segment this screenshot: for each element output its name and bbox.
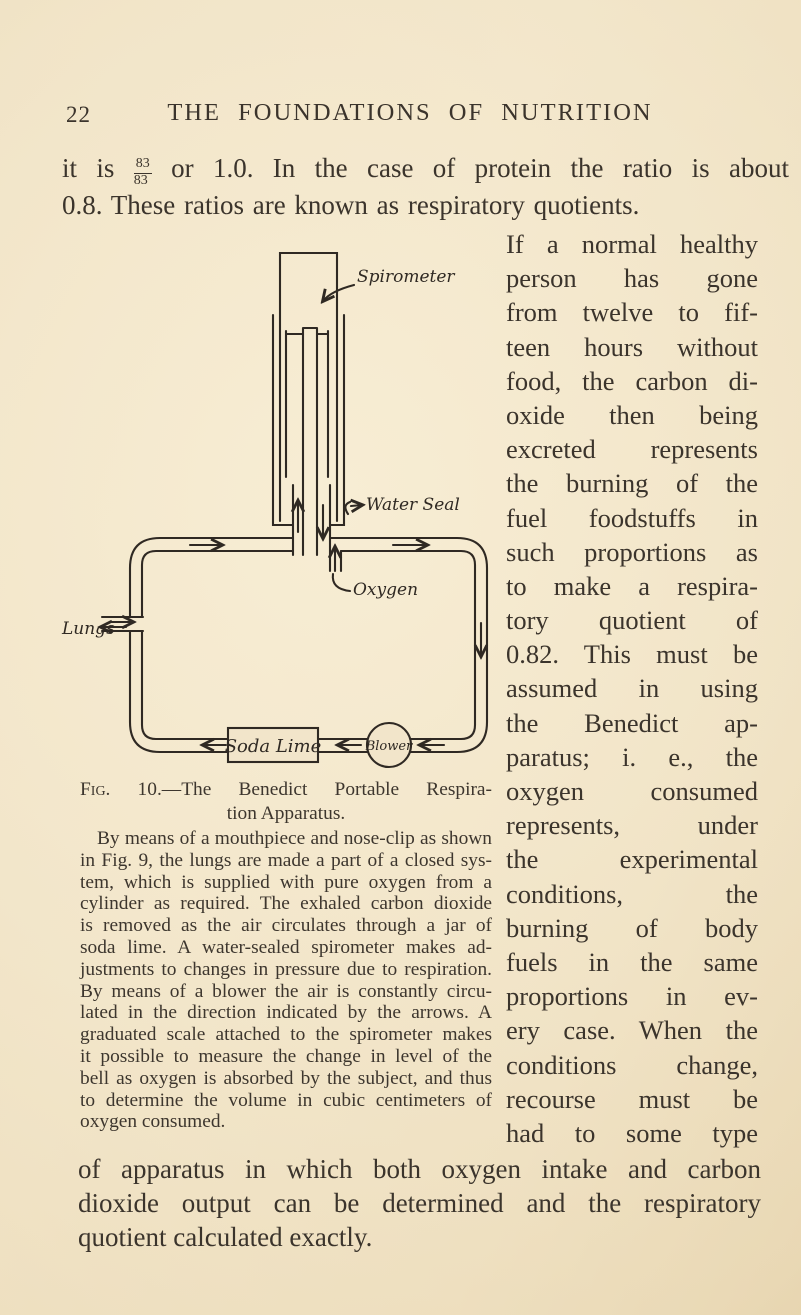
running-header-title: THE FOUNDATIONS OF NUTRITION [167,99,653,126]
text-line: teen hours without [506,331,758,362]
text-line: proportions in ev- [506,981,758,1012]
fraction-denominator: 83 [133,173,148,188]
spirometer-bell [278,251,339,523]
text-line: By means of a mouthpiece and nose-clip a… [97,828,492,849]
text-line: food, the carbon di- [506,365,758,396]
oxygen-leader-line [331,572,352,593]
text-line: oxygen consumed. [80,1111,226,1133]
figure-caption: Fig. 10.—The Benedict Portable Respira- … [80,778,492,1133]
blower-label: Blower [365,739,413,754]
text-line: the Benedict ap- [506,707,758,738]
text-line: cylinder as required. The exhaled carbon… [80,893,492,915]
spirometer-label: Spirometer [357,267,455,287]
text-line: of apparatus in which both oxygen intake… [78,1154,761,1184]
blower-circle [365,721,413,769]
water-seal-container [271,313,346,527]
text-line: bell as oxygen is absorbed by the subjec… [80,1067,492,1089]
text-line: quotient calculated exactly. [78,1222,373,1252]
water-seal-arrow [349,505,362,506]
water-seal-label: Water Seal [366,495,460,515]
text-line: justments to changes in pressure due to … [80,958,492,980]
figure-number: Fig. 10.— [80,779,182,800]
text-line: By means of a blower the air is constant… [80,980,492,1002]
text-line: to determine the volume in cubic centime… [80,1089,492,1111]
text-line: from twelve to fif- [506,297,758,328]
figure-benedict-apparatus: Spirometer Water Seal Oxygen Lungs Soda … [60,245,500,780]
text-line: ery case. When the [506,1015,758,1046]
text-line: burning of body [506,912,758,943]
intro-line1-pre: it is [62,153,115,183]
text-line: fuels in the same [506,946,758,977]
figure-title-rest: The Benedict Portable Respira- [181,779,492,800]
text-line: such proportions as [506,536,758,567]
text-line: represents, under [506,810,758,841]
text-line: tory quotient of [506,605,758,636]
text-line: recourse must be [506,1083,758,1114]
text-line: oxygen consumed [506,776,758,806]
circuit-outer-wall [316,536,489,754]
text-line: to make a respira- [506,570,758,601]
text-line: conditions, the [506,878,758,909]
text-line: conditions change, [506,1049,758,1080]
apparatus-diagram: Spirometer Water Seal Oxygen Lungs Soda … [61,251,500,769]
oxygen-label: Oxygen [353,580,418,600]
circuit-outer-wall [128,630,230,754]
soda-lime-label: Soda Lime [225,736,322,757]
text-line: graduated scale attached to the spiromet… [80,1024,492,1046]
text-line: fuel foodstuffs in [506,502,758,533]
circuit-outer-wall [128,536,295,618]
text-line: in Fig. 9, the lungs are made a part of … [80,849,492,871]
fraction-numerator: 83 [133,156,152,174]
text-line: If a normal healthy [506,229,758,259]
text-line: oxide then being [506,399,758,430]
figure-caption-title: Fig. 10.—The Benedict Portable Respira- [80,778,492,802]
circuit-inner-wall [140,549,295,618]
text-line: dioxide output can be determined and the… [78,1188,761,1218]
soda-lime-box [226,726,320,764]
text-line: excreted represents [506,434,758,465]
text-line: lated in the direction indicated by the … [80,1002,492,1024]
water-seal-squiggle [344,500,352,516]
text-line: it possible to measure the change in lev… [80,1045,492,1067]
breathing-tube [291,326,332,573]
lungs-label: Lungs [61,619,115,639]
text-line: the experimental [506,844,758,875]
spirometer-leader-line [323,283,356,301]
intro-line-2: 0.8. These ratios are known as respirato… [62,189,640,220]
page-number: 22 [66,102,91,127]
text-line: is removed as the air circulates through… [80,915,492,937]
circuit-inner-wall [140,630,230,741]
text-line: assumed in using [506,673,758,704]
text-line: the burning of the [506,468,758,499]
figure-caption-body: By means of a mouthpiece and nose-clip a… [80,828,492,1133]
text-line: paratus; i. e., the [506,741,758,772]
text-line: person has gone [506,263,758,294]
closing-paragraph: of apparatus in which both oxygen intake… [78,1152,761,1254]
text-line: 0.82. This must be [506,639,758,670]
figure-caption-title-2: tion Apparatus. [226,802,346,824]
text-line: soda lime. A water-sealed spirometer mak… [80,936,492,958]
text-line: tem, which is supplied with pure oxygen … [80,871,492,893]
text-line: had to some type [506,1117,758,1148]
intro-line1-rest: or 1.0. In the case of protein the ratio… [171,153,790,183]
water-seal-annulus [284,329,330,479]
